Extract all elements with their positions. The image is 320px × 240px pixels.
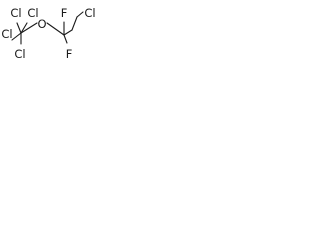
molecule-structure-diagram: Cl Cl Cl Cl O F F Cl [1,6,95,61]
bond-c1-cl-top-right [20,22,28,34]
bond-c3-cl [76,11,84,18]
atom-cl-left: Cl [1,27,12,41]
atom-f-top: F [61,6,68,20]
atom-cl-right: Cl [84,6,95,20]
bond-c1-o [20,22,38,34]
atom-f-bottom: F [66,47,73,61]
atom-cl-top-left: Cl [10,6,21,20]
bond-c1-cl-left [11,32,22,41]
bond-o-c2 [46,22,65,36]
atom-cl-bottom: Cl [14,47,25,61]
atom-cl-top-right: Cl [27,6,38,20]
atom-oxygen: O [37,17,46,31]
bond-c3-c2-stub [71,16,78,31]
bond-c1-cl-top-left [16,22,22,34]
bond-c2-c3 [63,29,73,36]
bond-c2-f-bottom [63,34,68,44]
